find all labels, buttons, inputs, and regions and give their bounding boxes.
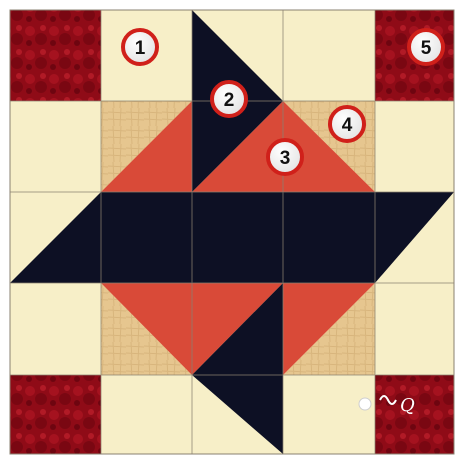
- marker-5: 5: [409, 30, 443, 64]
- marker-label: 2: [224, 90, 235, 111]
- corner-square-bottom-left: [10, 375, 101, 454]
- marker-label: 3: [280, 148, 291, 169]
- marker-4: 4: [330, 107, 364, 141]
- marker-3: 3: [268, 140, 302, 174]
- watermark-text: Q: [400, 395, 415, 416]
- marker-2: 2: [212, 82, 246, 116]
- marker-label: 5: [421, 38, 432, 59]
- watermark-dot-icon: [359, 398, 371, 410]
- corner-square-top-left: [10, 10, 101, 101]
- marker-label: 4: [342, 115, 353, 136]
- marker-1: 1: [123, 30, 157, 64]
- navy-center-square: [192, 192, 283, 283]
- marker-label: 1: [135, 38, 146, 59]
